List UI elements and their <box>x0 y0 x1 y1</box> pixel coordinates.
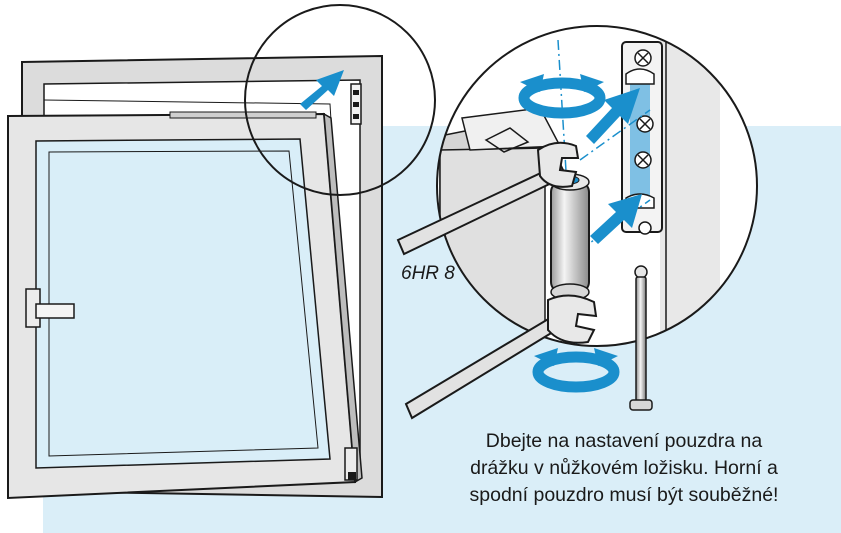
hinge-bushing-icon <box>550 173 590 301</box>
instruction-line: drážku v nůžkovém ložisku. Horní a <box>470 457 778 479</box>
hinge-plate-icon <box>621 41 663 235</box>
rotation-arrow-icon <box>518 74 606 119</box>
detail-callout-circle <box>244 4 436 196</box>
instruction-text: Dbejte na nastavení pouzdra na drážku v … <box>420 428 828 509</box>
bottom-hinge-icon <box>344 447 358 481</box>
wrench-size-label: 6HR 8 <box>401 263 455 284</box>
pin-icon <box>629 265 653 411</box>
wrench-icon <box>404 294 598 420</box>
direction-arrow-icon <box>300 70 344 110</box>
handle-icon <box>25 288 75 328</box>
instruction-line: spodní pouzdro musí být souběžné! <box>469 484 779 506</box>
screw-icon <box>634 151 652 169</box>
window-icon <box>7 54 383 500</box>
rotation-arrow-icon <box>532 348 620 393</box>
wrench-icon <box>396 141 580 256</box>
instruction-line: Dbejte na nastavení pouzdra na <box>485 430 763 452</box>
top-hinge-icon <box>350 83 362 125</box>
direction-arrow-icon <box>590 194 642 244</box>
screw-icon <box>636 115 654 133</box>
screw-icon <box>634 49 652 67</box>
direction-arrow-icon <box>586 88 640 144</box>
window-sash <box>7 112 363 500</box>
